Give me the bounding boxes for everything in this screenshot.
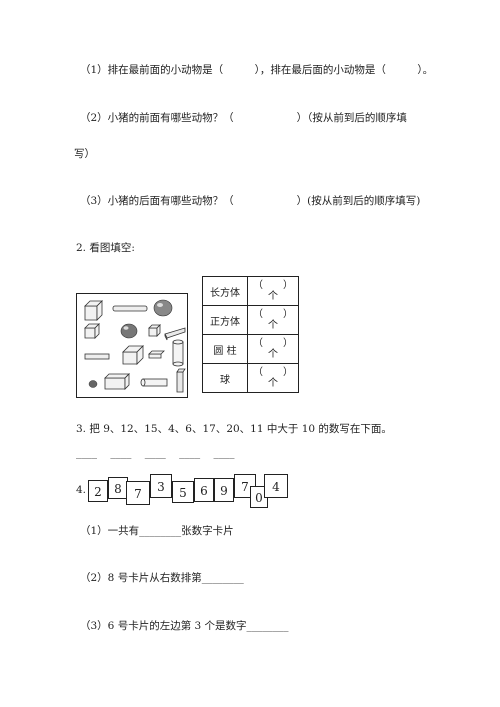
answer-bracket: （ ） [253, 309, 293, 320]
sphere-shape-2 [120, 323, 138, 339]
answer-blank[interactable]: ____ [76, 447, 97, 459]
answer-unit: 个 [268, 378, 278, 389]
shape-name-cell: 圆 柱 [202, 334, 248, 364]
table-row: 圆 柱 （ ） 个 [202, 334, 299, 364]
number-card: 7 [126, 481, 150, 505]
answer-blank[interactable]: ____ [144, 447, 166, 459]
number-card: 5 [172, 481, 194, 503]
sphere-shape-1 [153, 299, 173, 317]
q4-number: 4. [76, 484, 87, 496]
number-card: 4 [264, 474, 288, 498]
number-card: 2 [88, 480, 108, 502]
box-shape-2 [148, 350, 165, 359]
answer-blank[interactable]: ____ [179, 447, 201, 459]
answer-bracket: （ ） [253, 338, 293, 349]
answer-cell[interactable]: （ ） 个 [247, 334, 299, 364]
table-row: 长方体 （ ） 个 [202, 276, 299, 306]
answer-cell[interactable]: （ ） 个 [247, 305, 299, 335]
table-row: 正方体 （ ） 个 [202, 305, 299, 335]
slab-shape-1 [164, 327, 186, 341]
box-shape-1 [122, 345, 144, 365]
q1-part3: （3）小猪的后面有哪些动物？（ ）(按从前到后的顺序填写) [80, 195, 421, 207]
answer-blank[interactable]: ____ [110, 447, 132, 459]
q1-part2-line1: （2）小猪的前面有哪些动物？（ ）（按从前到后的顺序填 [80, 112, 407, 124]
rod-shape-1 [112, 305, 148, 312]
cube-shape-2 [84, 323, 100, 339]
q4-sub2: （2）8 号卡片从右数排第________ [80, 572, 244, 584]
q4-sub3: （3）6 号卡片的左边第 3 个是数字________ [80, 620, 289, 632]
q3-blanks: ____ ____ ____ ____ ____ [76, 447, 234, 459]
cube-shape-1 [84, 300, 103, 321]
table-row: 球 （ ） 个 [202, 363, 299, 393]
q4-sub1: （1）一共有________张数字卡片 [80, 525, 234, 537]
q1-part1: （1）排在最前面的小动物是（ ），排在最后面的小动物是（ ）。 [80, 64, 434, 76]
q3-text: 3. 把 9、12、15、4、6、17、20、11 中大于 10 的数写在下面。 [76, 423, 392, 435]
answer-bracket: （ ） [253, 280, 293, 291]
shape-name-cell: 正方体 [202, 305, 248, 335]
cube-shape-3 [148, 324, 161, 337]
sphere-shape-3 [88, 380, 98, 388]
answer-unit: 个 [268, 320, 278, 331]
answer-unit: 个 [268, 349, 278, 360]
shape-name-cell: 球 [202, 363, 248, 393]
box-shape-4 [176, 368, 186, 393]
number-card: 9 [214, 478, 234, 502]
cylinder-shape-1 [172, 339, 184, 367]
box-shape-3 [104, 373, 130, 390]
number-card: 3 [150, 474, 172, 498]
answer-unit: 个 [268, 291, 278, 302]
shapes-illustration [76, 293, 188, 398]
q2-title: 2. 看图填空: [76, 242, 135, 254]
answer-blank[interactable]: ____ [213, 447, 235, 459]
answer-cell[interactable]: （ ） 个 [247, 363, 299, 393]
rod-shape-2 [84, 353, 110, 360]
number-card: 6 [194, 478, 214, 502]
shape-name-cell: 长方体 [202, 276, 248, 306]
answer-cell[interactable]: （ ） 个 [247, 276, 299, 306]
q1-part2-line2: 写） [74, 148, 95, 160]
number-card: 8 [108, 477, 128, 499]
number-card: 0 [250, 486, 268, 508]
cylinder-shape-2 [140, 378, 168, 387]
answer-bracket: （ ） [253, 367, 293, 378]
answer-table: 长方体 （ ） 个 正方体 （ ） 个 圆 柱 （ ） 个 球 （ ） 个 [202, 276, 299, 393]
